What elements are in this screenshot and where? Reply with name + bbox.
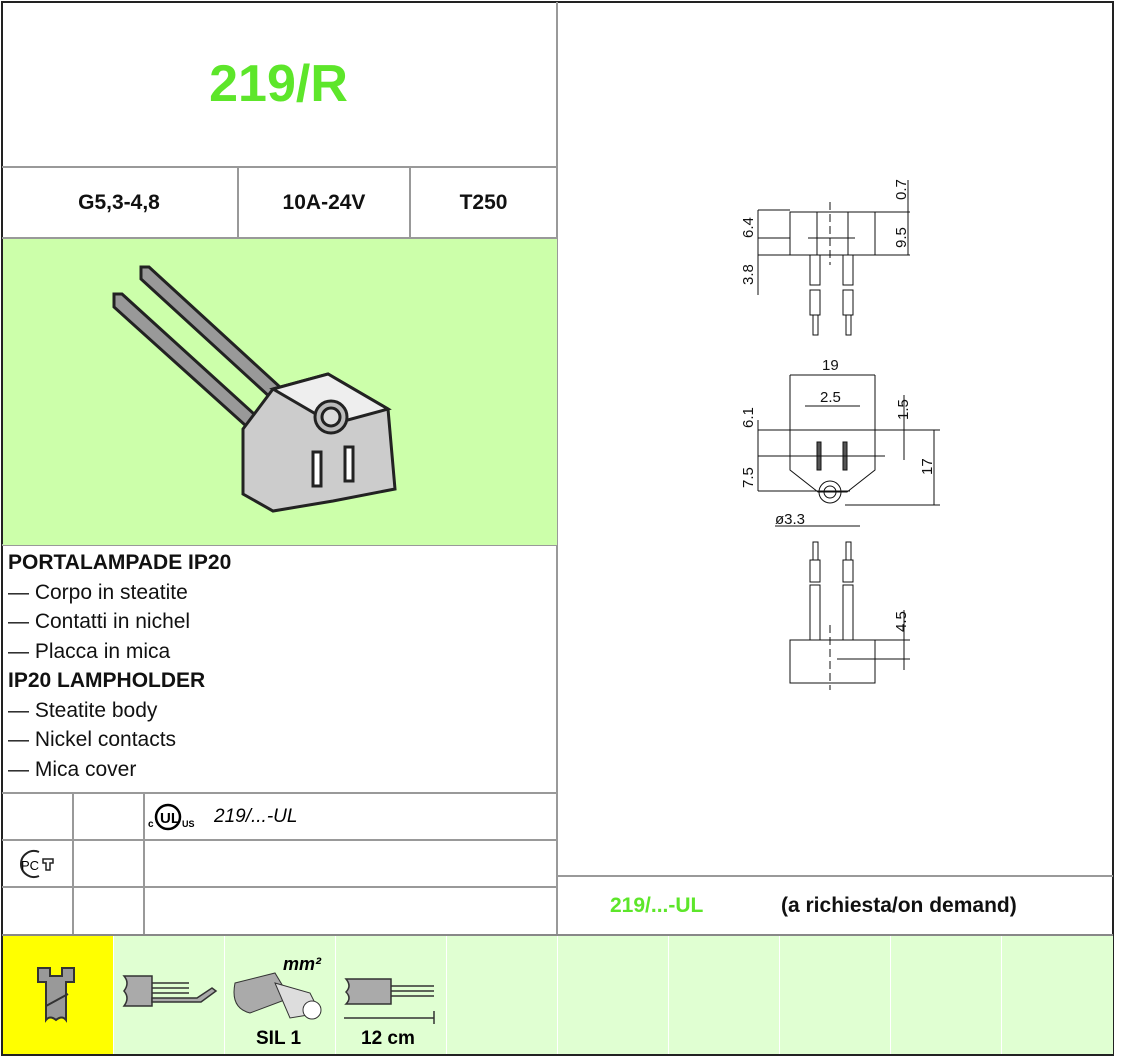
divider (2, 544, 557, 546)
empty-cell (558, 936, 668, 1054)
dim-label: ø3.3 (775, 511, 805, 528)
dim-label: 1.5 (895, 399, 912, 420)
dim-label: 4.5 (893, 611, 910, 632)
top-view (757, 180, 910, 336)
front-view (757, 374, 940, 527)
divider (556, 2, 558, 936)
dim-label: 7.5 (740, 467, 757, 488)
variant-row: 219/...-UL (a richiesta/on demand) (558, 877, 1113, 935)
cable-unit: mm² (283, 954, 322, 974)
dim-label: 6.1 (740, 407, 757, 428)
empty-cell (1002, 936, 1113, 1054)
dim-label: 3.8 (740, 264, 757, 285)
dim-label: 19 (822, 357, 839, 374)
divider (237, 167, 239, 238)
divider (72, 793, 74, 935)
product-image (3, 239, 557, 545)
empty-cell (669, 936, 779, 1054)
divider (2, 237, 557, 239)
divider (143, 793, 145, 935)
cable-icon (233, 972, 322, 1020)
pct-gost-logo-icon: PC (20, 850, 54, 878)
divider (2, 166, 557, 168)
spec-rating: 10A-24V (282, 190, 366, 214)
product-description: PORTALAMPADE IP20 — Corpo in steatite — … (8, 548, 231, 784)
svg-text:c: c (148, 819, 154, 830)
dim-label: 17 (919, 458, 936, 475)
heading-italian: PORTALAMPADE IP20 (8, 551, 232, 574)
divider (2, 934, 1113, 936)
cable-section-cell: mm² SIL 1 (225, 936, 335, 1054)
svg-text:UL: UL (160, 810, 180, 827)
dim-label: 0.7 (893, 179, 910, 200)
side-view (789, 541, 910, 690)
ul-model-text: 219/...-UL (214, 806, 298, 827)
variant-code: 219/...-UL (610, 894, 704, 917)
dim-label: 2.5 (820, 389, 841, 406)
empty-cell (780, 936, 890, 1054)
dim-label: 9.5 (893, 227, 910, 248)
feature-item: — Corpo in steatite (8, 580, 188, 604)
spec-base: G5,3-4,8 (78, 190, 160, 214)
lead-length-icon (344, 978, 435, 1024)
divider (2, 886, 557, 888)
variant-note: (a richiesta/on demand) (781, 894, 1017, 917)
spec-temperature: T250 (459, 190, 508, 214)
cable-label: SIL 1 (256, 1028, 302, 1049)
technical-drawing: 6.4 3.8 0.7 9.5 19 2.5 1.5 6.1 7.5 17 ø3… (740, 179, 940, 690)
empty-cell (447, 936, 557, 1054)
screw-icon (37, 967, 75, 1023)
product-code-title: 219/R (209, 54, 348, 113)
empty-cell (891, 936, 1001, 1054)
svg-text:US: US (182, 819, 195, 829)
feature-item: — Placca in mica (8, 639, 171, 663)
svg-text:PC: PC (21, 858, 39, 873)
divider (557, 875, 1113, 877)
dim-label: 6.4 (740, 217, 757, 238)
divider (2, 839, 557, 841)
screw-terminal-cell (3, 936, 113, 1054)
divider (2, 792, 557, 794)
divider (409, 167, 411, 238)
feature-item: — Contatti in nichel (8, 610, 191, 633)
feature-item: — Nickel contacts (8, 728, 177, 751)
wire-leads-cell (114, 936, 224, 1054)
lead-length-cell: 12 cm (336, 936, 446, 1054)
feature-item: — Mica cover (8, 757, 137, 781)
feature-item: — Steatite body (8, 698, 158, 722)
heading-english: IP20 LAMPHOLDER (8, 669, 206, 692)
wire-leads-icon (122, 975, 218, 1007)
lead-length-label: 12 cm (361, 1028, 415, 1049)
